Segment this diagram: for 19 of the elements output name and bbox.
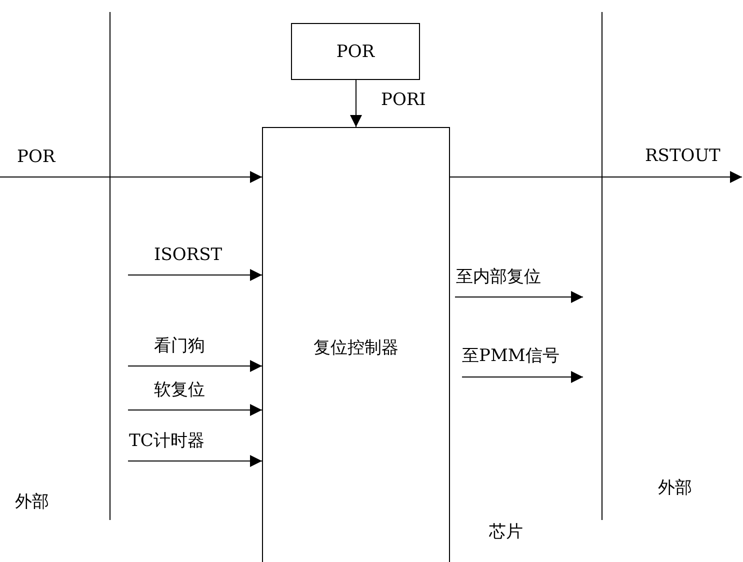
edge-label: TC计时器 (128, 431, 206, 451)
region-label: 外部 (14, 492, 50, 512)
region-label: 芯片 (488, 522, 524, 542)
edge-label: 至PMM信号 (461, 346, 560, 366)
arrow (450, 171, 742, 183)
edge-label: 至内部复位 (455, 267, 542, 287)
edge-label: 看门狗 (153, 336, 206, 356)
arrow (128, 269, 262, 281)
arrow (128, 455, 262, 467)
process-box: POR (291, 23, 420, 80)
arrow (0, 171, 262, 183)
region-label: 外部 (657, 478, 693, 498)
arrow (128, 360, 262, 372)
controller-box: 复位控制器 (262, 127, 450, 562)
arrow (128, 404, 262, 416)
arrow (350, 80, 362, 128)
arrow (454, 291, 584, 303)
edge-label: 软复位 (153, 380, 206, 400)
arrow (462, 371, 584, 383)
